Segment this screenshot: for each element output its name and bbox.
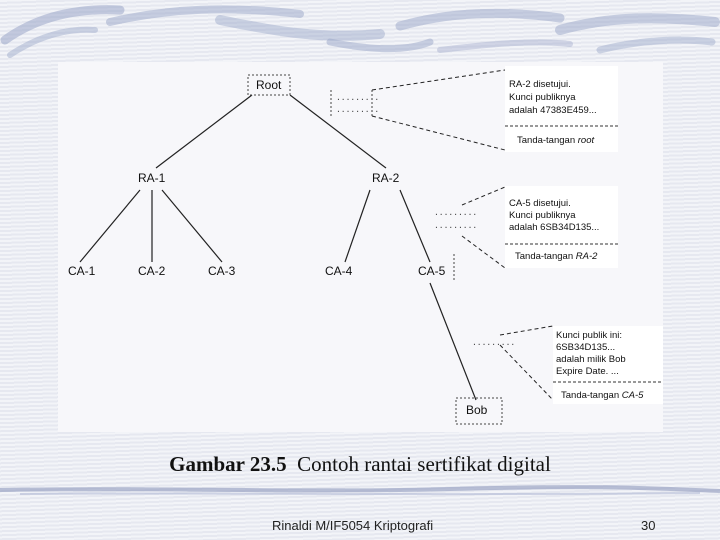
cert-ra2-signature: Tanda-tangan root [517,135,594,146]
cert-ca5-signature: Tanda-tangan RA-2 [515,251,598,262]
cert-bob-text: Kunci publik ini: 6SB34D135... adalah mi… [556,330,644,401]
node-bob: Bob [466,403,488,417]
node-ca-3: CA-3 [208,264,236,278]
certificate-separators [505,125,663,383]
tree-edges [79,94,477,401]
cert-bob-line-1: Kunci publik ini: [556,330,622,341]
node-ca-1: CA-1 [68,264,96,278]
figure-caption-label: Gambar 23.5 [169,452,287,476]
figure-caption: Gambar 23.5 Contoh rantai sertifikat dig… [0,452,720,477]
figure-caption-text: Contoh rantai sertifikat digital [297,452,551,476]
node-ra-2: RA-2 [372,171,400,185]
ellipsis-root-1: ......... [336,94,379,103]
cert-ca5-text: CA-5 disetujui. Kunci publiknya adalah 6… [509,198,599,262]
cert-ca5-line-3: adalah 6SB34D135... [509,222,599,233]
cert-ca5-line-2: Kunci publiknya [509,210,576,221]
cert-ca5-line-1: CA-5 disetujui. [509,198,571,209]
cert-bob-line-2: 6SB34D135... [556,342,615,353]
footer-author: Rinaldi M/IF5054 Kriptografi [272,518,434,533]
cert-connectors [371,69,554,401]
ellipsis-ca5: ......... [472,339,515,348]
cert-ra2-text: RA-2 disetujui. Kunci publiknya adalah 4… [509,79,597,146]
ellipsis-ra2-1: ......... [434,209,477,218]
cert-ra2-line-2: Kunci publiknya [509,92,576,103]
certificate-boxes [505,66,663,404]
dotted-box-outlines [247,74,503,425]
node-root: Root [256,78,282,92]
cert-bob-line-4: Expire Date. ... [556,366,619,377]
node-ca-4: CA-4 [325,264,353,278]
ellipsis-marks: ......... ......... ......... ......... … [336,94,515,348]
cert-ra2-line-3: adalah 47383E459... [509,105,597,116]
ellipsis-root-2: ......... [336,106,379,115]
cert-bob-line-3: adalah milik Bob [556,354,626,365]
node-ca-5: CA-5 [418,264,446,278]
decorative-bottom-stroke [0,485,720,496]
ellipsis-ra2-2: ......... [434,222,477,231]
cert-ra2-line-1: RA-2 disetujui. [509,79,571,90]
node-ra-1: RA-1 [138,171,166,185]
node-ca-2: CA-2 [138,264,166,278]
decorative-brush-strokes [0,5,720,58]
footer-page-number: 30 [641,518,656,533]
node-labels: Root RA-1 RA-2 CA-1 CA-2 CA-3 CA-4 CA-5 … [68,78,488,417]
cert-bob-signature: Tanda-tangan CA-5 [561,390,644,401]
